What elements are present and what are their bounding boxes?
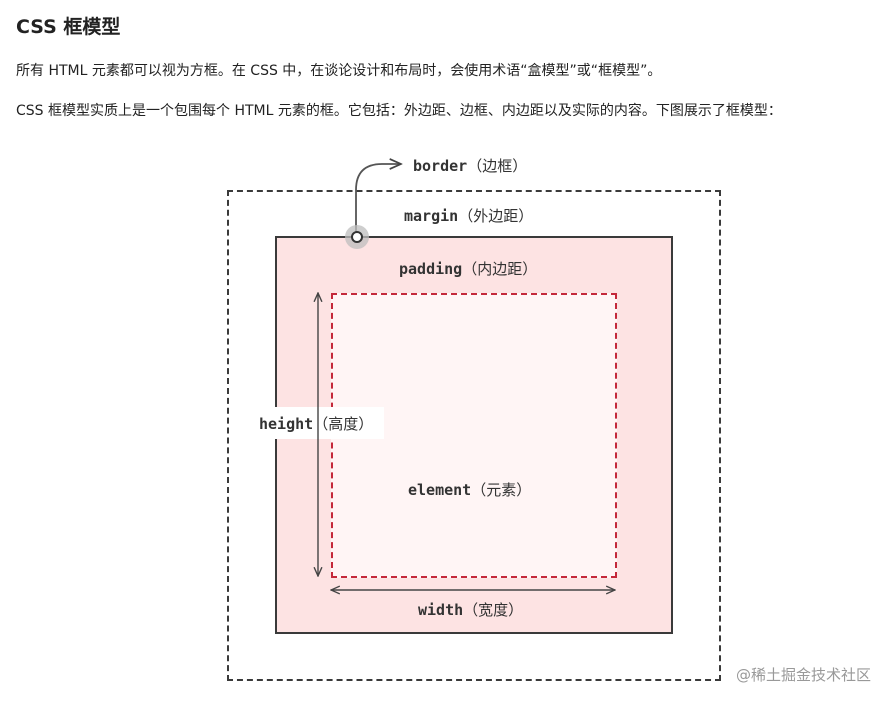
height-label-cn: （高度） bbox=[313, 415, 374, 433]
border-label-term: border bbox=[413, 157, 468, 175]
watermark: @稀土掘金技术社区 bbox=[735, 666, 871, 684]
padding-label: padding（内边距） bbox=[399, 258, 537, 279]
margin-label-term: margin bbox=[404, 207, 459, 225]
margin-label: margin（外边距） bbox=[404, 205, 533, 226]
height-label: height（高度） bbox=[259, 413, 373, 434]
intro-paragraph: 所有 HTML 元素都可以视为方框。在 CSS 中，在谈论设计和布局时，会使用术… bbox=[16, 63, 662, 79]
border-label-cn: （边框） bbox=[467, 157, 528, 175]
height-label-term: height bbox=[259, 415, 314, 433]
margin-label-cn: （外边距） bbox=[458, 207, 534, 225]
padding-label-cn: （内边距） bbox=[462, 260, 538, 278]
element-label: element（元素） bbox=[408, 479, 531, 500]
page-title: CSS 框模型 bbox=[16, 16, 121, 38]
box-model-paragraph: CSS 框模型实质上是一个包围每个 HTML 元素的框。它包括：外边距、边框、内… bbox=[16, 103, 782, 119]
width-label-term: width bbox=[418, 601, 464, 619]
border-pointer-arrow bbox=[355, 164, 401, 236]
border-label: border（边框） bbox=[413, 155, 527, 176]
margin-area bbox=[227, 190, 721, 681]
element-label-cn: （元素） bbox=[471, 481, 532, 499]
width-label: width（宽度） bbox=[418, 599, 523, 620]
border-pointer-dot bbox=[351, 231, 363, 243]
padding-label-term: padding bbox=[399, 260, 463, 278]
element-label-term: element bbox=[408, 481, 472, 499]
width-label-cn: （宽度） bbox=[463, 601, 524, 619]
